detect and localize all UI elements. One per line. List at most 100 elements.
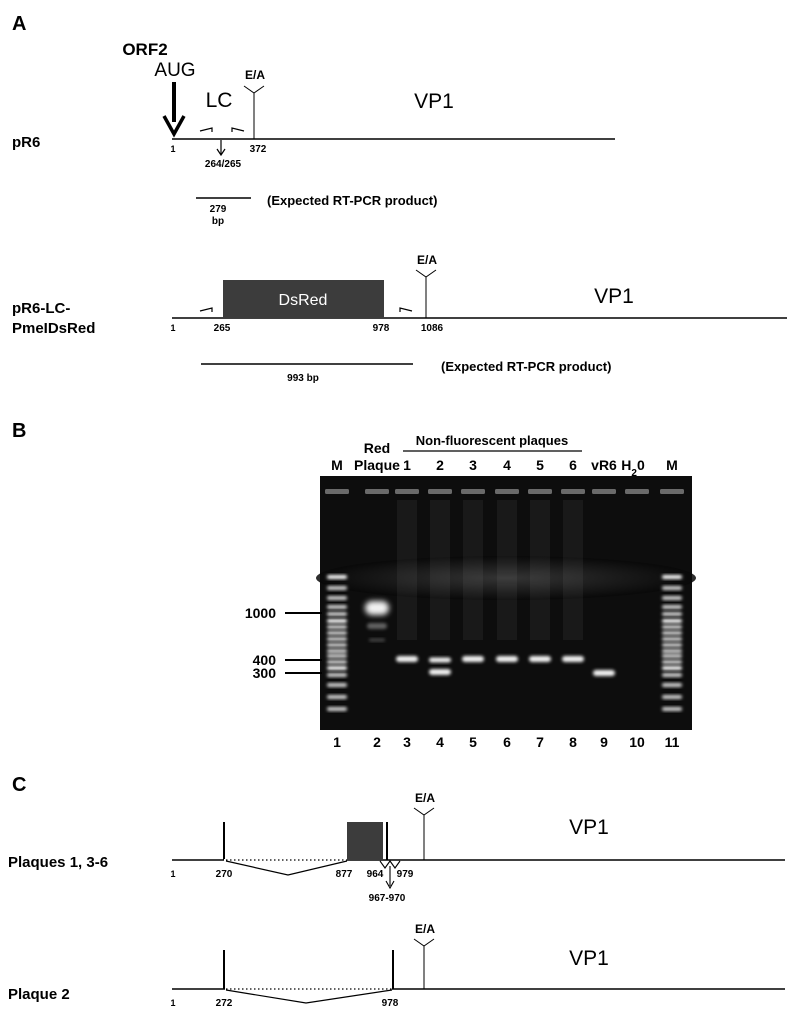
- ladder-band: [327, 575, 347, 579]
- gel-well: [395, 489, 419, 494]
- dsred-forward-primer-icon: [199, 307, 213, 312]
- ladder-band: [327, 586, 347, 590]
- pr6-product-unit: bp: [212, 216, 224, 227]
- pos-372: 372: [250, 144, 267, 155]
- vp1-label: VP1: [414, 90, 454, 113]
- gel-dark-band: [316, 556, 696, 600]
- lane-smear: [530, 500, 550, 640]
- ladder-band: [327, 654, 347, 658]
- ladder-band: [662, 643, 682, 647]
- gel-well: [495, 489, 519, 494]
- gel-well: [325, 489, 349, 494]
- gel-bands: [365, 500, 615, 676]
- top-lane-label: 2: [436, 457, 444, 473]
- ladder-band: [327, 605, 347, 609]
- ladder-band: [327, 596, 347, 600]
- ladder-band: [662, 695, 682, 699]
- dsred-product-size: 993 bp: [287, 373, 319, 384]
- marker-size-label: 300: [253, 665, 277, 681]
- p13-ea-marker: [413, 807, 435, 860]
- ladder-band: [662, 660, 682, 664]
- plaque-2-construct: E/A VP1 Plaque 2 1 272 978: [8, 922, 785, 1009]
- p2-ea-marker: [413, 938, 435, 989]
- lane-smear: [563, 500, 583, 640]
- red-plaque-line1: Red: [364, 440, 390, 456]
- ladder-band: [662, 654, 682, 658]
- gel-wells: [325, 489, 684, 494]
- p13-dsred-fragment: [347, 822, 383, 860]
- gel-well: [528, 489, 552, 494]
- p2-pos-978: 978: [382, 998, 399, 1009]
- dsred-ea-label: E/A: [417, 253, 437, 267]
- red-plaque-line2: Plaque: [354, 457, 400, 473]
- panel-b-label: B: [12, 420, 26, 442]
- ladder-band: [662, 683, 682, 687]
- ladder-band: [327, 649, 347, 653]
- ladder-band: [662, 596, 682, 600]
- bottom-lane-number: 5: [469, 734, 477, 750]
- p13-deletion-zigzag: [379, 860, 401, 869]
- gel-band: [462, 656, 484, 662]
- gel-well: [561, 489, 585, 494]
- pr6-name: pR6: [12, 134, 40, 151]
- ladder-band: [662, 586, 682, 590]
- start-arrow-icon: [162, 82, 186, 138]
- ladder-band: [327, 625, 347, 629]
- ladder-band: [662, 612, 682, 616]
- p13-pos-1: 1: [170, 869, 175, 879]
- orf2-label: ORF2: [122, 40, 167, 59]
- aug-label: AUG: [154, 60, 195, 81]
- gel-well: [660, 489, 684, 494]
- ea-marker: [243, 85, 265, 139]
- bottom-lane-number: 10: [629, 734, 645, 750]
- dsred-ea-marker: [415, 269, 437, 318]
- gel-well: [625, 489, 649, 494]
- top-lane-label: 6: [569, 457, 577, 473]
- ladder-band: [327, 631, 347, 635]
- p13-pos-964: 964: [367, 869, 384, 880]
- p2-pos-272: 272: [216, 998, 233, 1009]
- ladder-band: [662, 631, 682, 635]
- gel-well: [592, 489, 616, 494]
- p13-pos-967-970: 967-970: [369, 893, 406, 904]
- lane-smear: [430, 500, 450, 640]
- dsred-reverse-primer-icon: [399, 307, 413, 312]
- marker-size-label: 1000: [245, 605, 276, 621]
- lane-smear: [463, 500, 483, 640]
- gel-band: [369, 638, 385, 642]
- ladder-band: [662, 605, 682, 609]
- p2-pos-1: 1: [170, 998, 175, 1008]
- gel-band: [396, 656, 418, 662]
- p13-vp1-label: VP1: [569, 816, 609, 839]
- ladder-band: [327, 695, 347, 699]
- p2-vp1-label: VP1: [569, 947, 609, 970]
- top-lane-label: 5: [536, 457, 544, 473]
- ladder-band: [662, 625, 682, 629]
- top-lane-label: 1: [403, 457, 411, 473]
- p13-pos-877: 877: [336, 869, 353, 880]
- ladder-band: [327, 707, 347, 711]
- pos-264-265: 264/265: [205, 159, 242, 170]
- pos-1: 1: [170, 144, 175, 154]
- p2-name: Plaque 2: [8, 986, 70, 1003]
- ladder-band: [662, 649, 682, 653]
- bottom-lane-number: 2: [373, 734, 381, 750]
- marker-size-label: 400: [253, 652, 277, 668]
- ladder-band: [662, 575, 682, 579]
- bottom-lane-number: 1: [333, 734, 341, 750]
- pr6-product-label: (Expected RT-PCR product): [267, 193, 437, 208]
- bottom-lane-number: 7: [536, 734, 544, 750]
- p13-pos-979: 979: [397, 869, 414, 880]
- gel-band: [367, 623, 387, 629]
- dsred-name-line2: PmeIDsRed: [12, 320, 95, 337]
- p13-deletion-arrow-icon: [385, 866, 395, 890]
- p2-ea-label: E/A: [415, 922, 435, 936]
- lc-label: LC: [206, 89, 233, 112]
- nonfluor-header: Non-fluorescent plaques: [416, 433, 568, 448]
- ladder-band: [662, 707, 682, 711]
- ladder-band: [662, 666, 682, 670]
